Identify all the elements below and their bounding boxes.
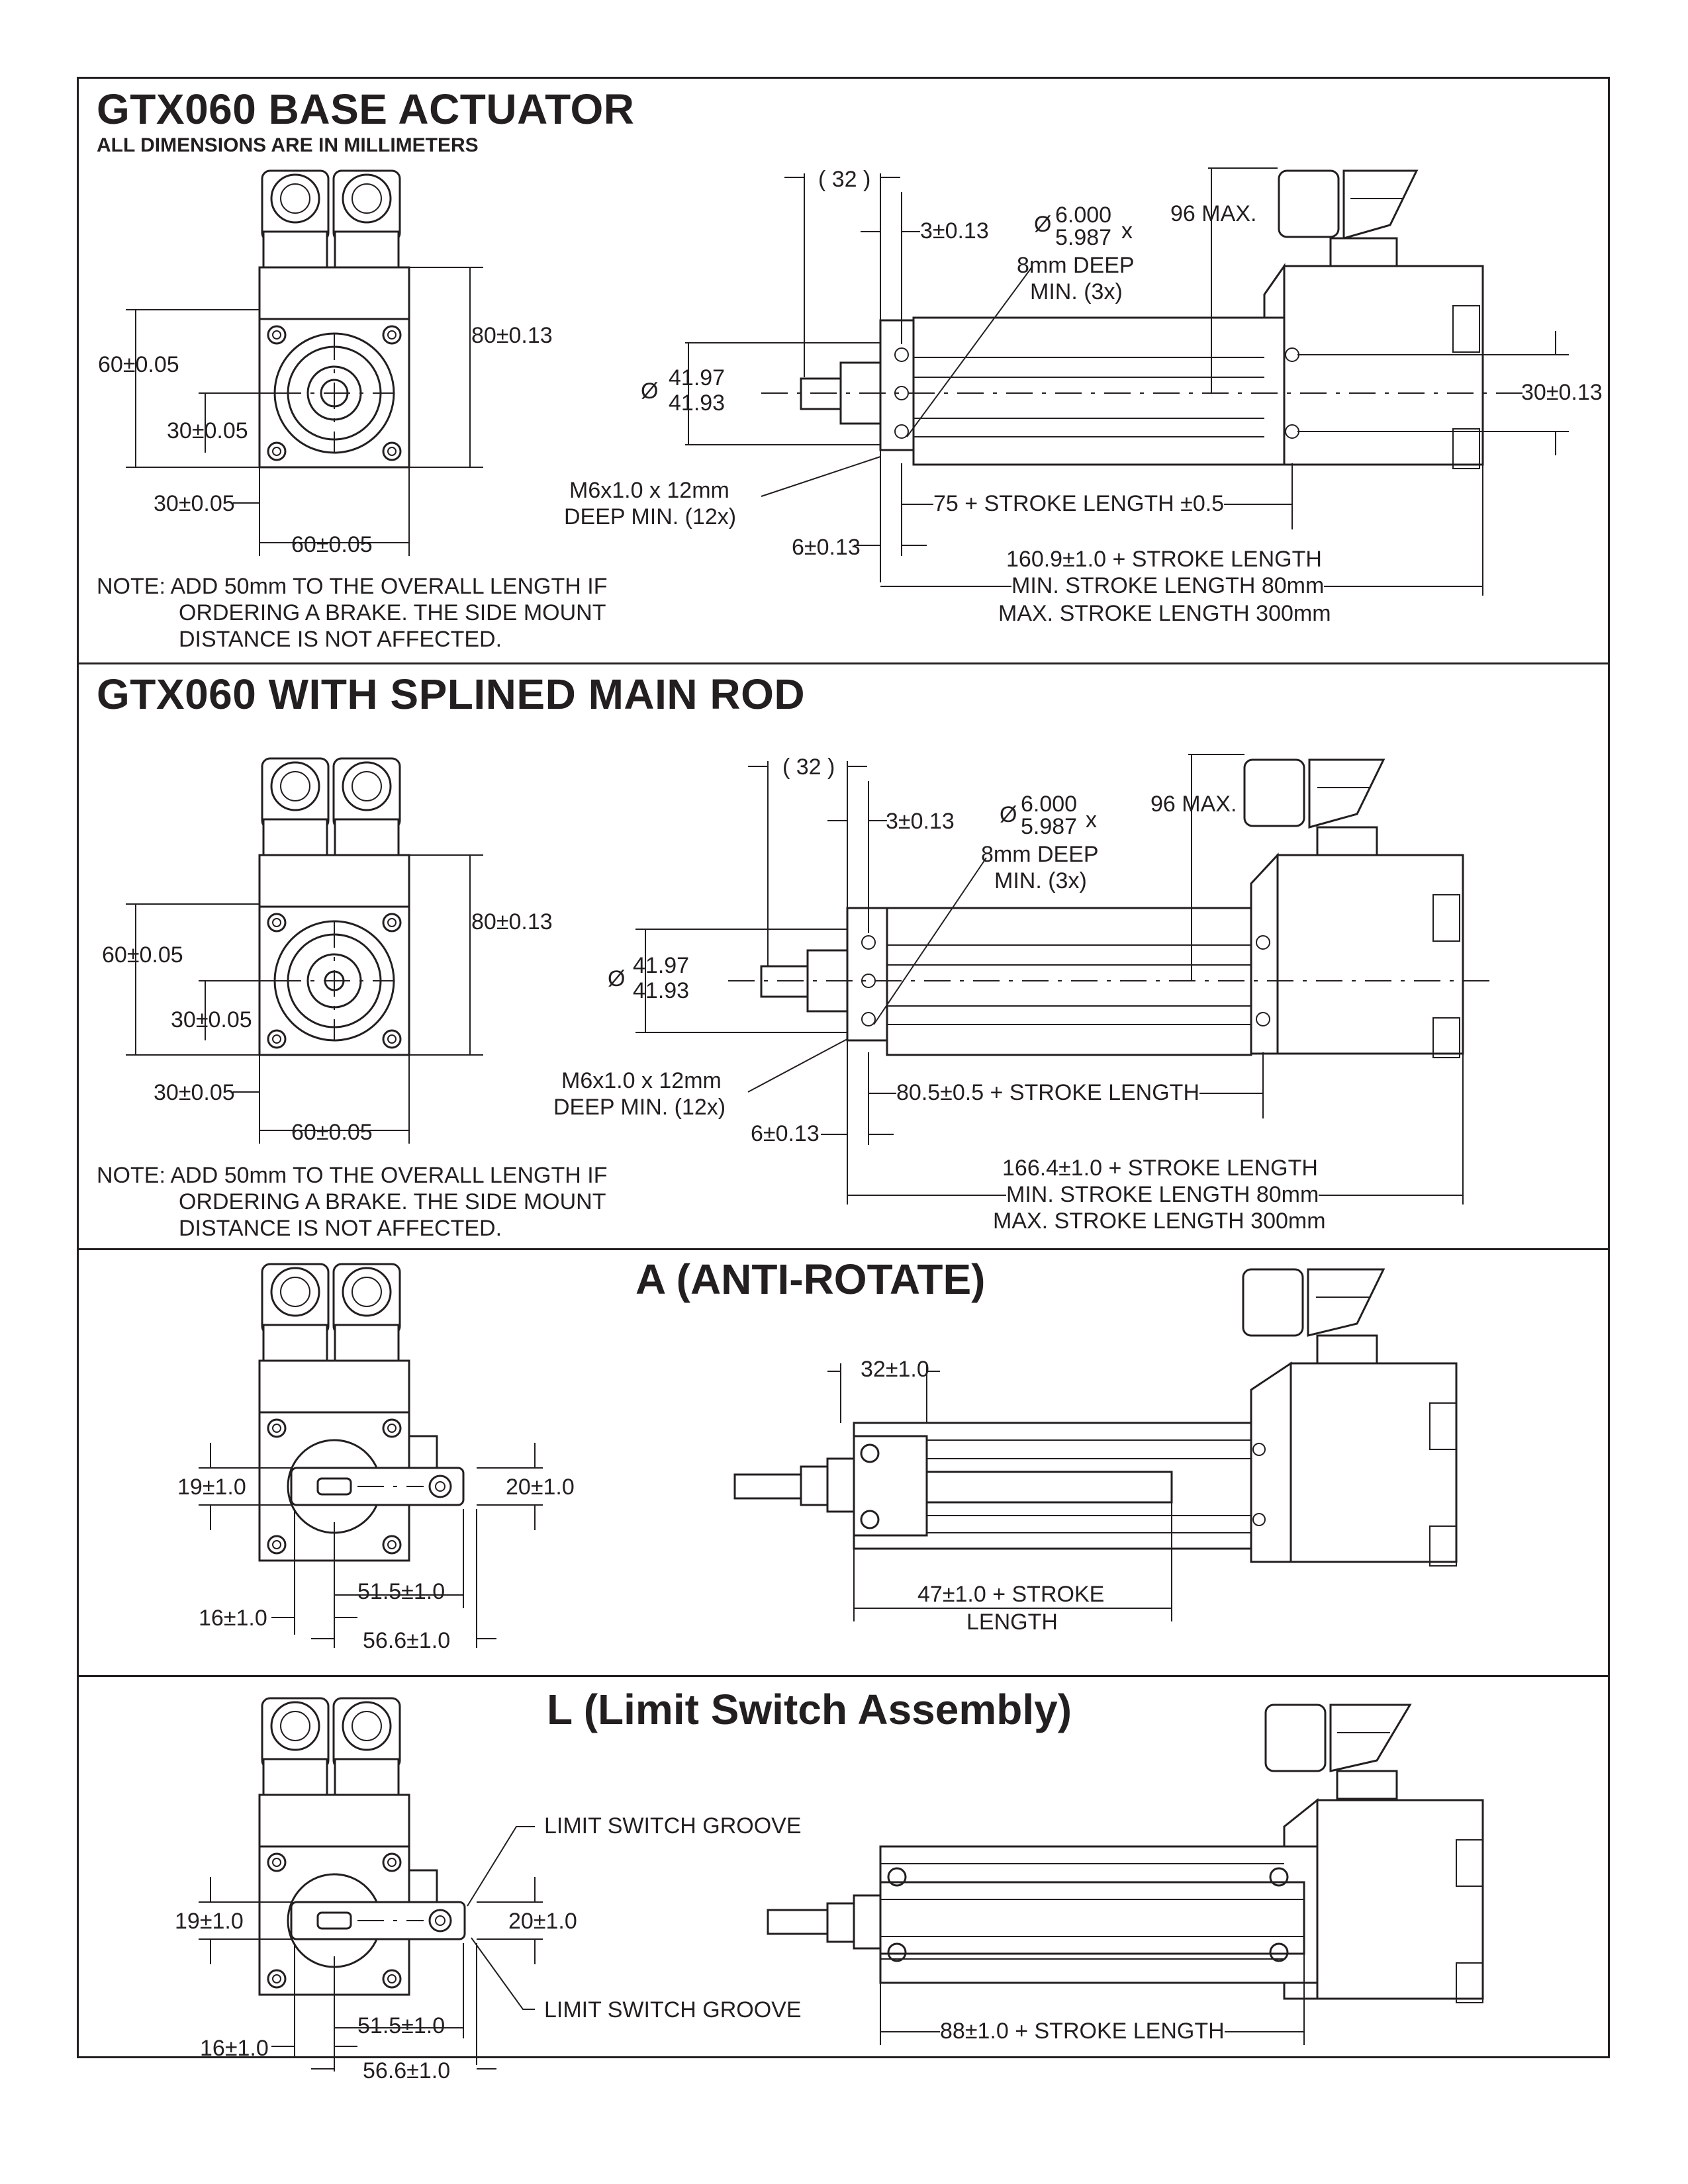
note-line-2: ORDERING A BRAKE. THE SIDE MOUNT [179,1189,606,1214]
note-line-1: NOTE: ADD 50mm TO THE OVERALL LENGTH IF [97,1163,608,1188]
dia-symbol-rod-icon: Ø [608,966,626,991]
dim-19: 19±1.0 [177,1475,246,1500]
dim-hole-dia-bottom: 5.987 [1055,225,1112,250]
dim-30-horizontal: 30±0.05 [154,1080,235,1105]
dim-hole-x: x [1121,218,1133,244]
dim-30-right: 30±0.13 [1521,380,1603,405]
section-divider [77,662,1610,664]
dim-rod-dia-bottom: 41.93 [669,390,726,416]
dim-m6-line-2: DEEP MIN. (12x) [553,1095,726,1120]
dim-30-horizontal: 30±0.05 [154,491,235,516]
dia-symbol-icon: Ø [1000,802,1017,827]
dim-m6-line-1: M6x1.0 x 12mm [561,1068,722,1093]
dim-56-6: 56.6±1.0 [363,1628,451,1653]
limit-switch-groove-bottom: LIMIT SWITCH GROOVE [544,1997,802,2023]
dim-16: 16±1.0 [199,1606,267,1631]
side-connector-icon [1278,169,1419,267]
connector-right-icon [332,1697,401,1796]
dim-rod-dia-top: 41.97 [633,953,690,978]
connector-right-icon [332,1263,401,1362]
side-connector-icon [1243,758,1385,856]
dim-80: 80±0.13 [471,323,553,348]
section-divider [77,1675,1610,1677]
dim-80: 80±0.13 [471,909,553,934]
note-line-2: ORDERING A BRAKE. THE SIDE MOUNT [179,600,606,625]
dim-60-bottom: 60±0.05 [291,532,373,557]
dim-60-side: 60±0.05 [102,942,183,968]
side-connector-icon [1242,1268,1385,1365]
dim-96-max: 96 MAX. [1170,201,1257,226]
dim-overall-3: MAX. STROKE LENGTH 300mm [993,1208,1326,1234]
dim-stroke-47-line-1: 47±1.0 + STROKE [917,1582,1105,1608]
connector-left-icon [261,1697,330,1796]
dim-60-bottom: 60±0.05 [291,1120,373,1145]
section-title: A (ANTI-ROTATE) [635,1255,986,1303]
dim-hole-dia-top: 6.000 [1021,792,1078,817]
dim-overall-1: 166.4±1.0 + STROKE LENGTH [1002,1156,1318,1181]
dim-20: 20±1.0 [508,1909,577,1934]
drawing-frame [77,77,1610,2058]
dim-20: 20±1.0 [506,1475,575,1500]
dim-hole-min: MIN. (3x) [1030,279,1123,304]
dim-hole-x: x [1086,807,1097,833]
dim-96-max: 96 MAX. [1150,792,1237,817]
dim-stroke-47-line-2: LENGTH [966,1610,1058,1635]
dim-hole-depth: 8mm DEEP [1017,253,1135,278]
limit-switch-groove-top: LIMIT SWITCH GROOVE [544,1813,802,1839]
dim-30-vertical: 30±0.05 [171,1007,252,1032]
dim-30-vertical: 30±0.05 [167,418,248,443]
dim-stroke-75: 75 + STROKE LENGTH ±0.5 [933,491,1225,517]
dim-32: 32±1.0 [861,1357,929,1382]
dim-m6-line-2: DEEP MIN. (12x) [564,504,737,529]
dim-60-side: 60±0.05 [98,352,179,377]
dim-overall-3: MAX. STROKE LENGTH 300mm [998,601,1331,626]
dim-hole-dia-top: 6.000 [1055,203,1112,228]
note-line-3: DISTANCE IS NOT AFFECTED. [179,1216,502,1241]
dim-hole-depth: 8mm DEEP [981,842,1099,867]
dim-stroke-88: 88±1.0 + STROKE LENGTH [940,2019,1225,2044]
dim-51-5: 51.5±1.0 [357,2013,445,2038]
dim-6: 6±0.13 [792,535,861,560]
connector-left-icon [261,169,330,269]
section-title: GTX060 BASE ACTUATOR [97,85,635,133]
dim-rod-dia-top: 41.97 [669,365,726,390]
section-subtitle: ALL DIMENSIONS ARE IN MILLIMETERS [97,134,479,156]
dim-stroke-80: 80.5±0.5 + STROKE LENGTH [896,1080,1200,1106]
section-title: L (Limit Switch Assembly) [547,1686,1072,1733]
dim-overall-2: MIN. STROKE LENGTH 80mm [1011,573,1325,599]
connector-left-icon [261,1263,330,1362]
dim-hole-min: MIN. (3x) [994,868,1087,893]
section-divider [77,1248,1610,1250]
dim-32: ( 32 ) [782,754,835,780]
dim-51-5: 51.5±1.0 [357,1579,445,1604]
dim-32: ( 32 ) [818,167,871,192]
dim-19: 19±1.0 [175,1909,244,1934]
note-line-1: NOTE: ADD 50mm TO THE OVERALL LENGTH IF [97,574,608,599]
connector-right-icon [332,169,401,269]
dim-3: 3±0.13 [920,218,989,244]
note-line-3: DISTANCE IS NOT AFFECTED. [179,627,502,652]
dim-rod-dia-bottom: 41.93 [633,978,690,1003]
dia-symbol-icon: Ø [1034,212,1052,237]
dim-6: 6±0.13 [751,1121,820,1146]
dim-16: 16±1.0 [200,2036,269,2061]
side-connector-icon [1264,1704,1412,1800]
section-title: GTX060 WITH SPLINED MAIN ROD [97,670,806,718]
dim-56-6: 56.6±1.0 [363,2058,451,2083]
dim-3: 3±0.13 [886,809,955,834]
dim-m6-line-1: M6x1.0 x 12mm [569,478,729,503]
dia-symbol-rod-icon: Ø [641,379,659,404]
dim-hole-dia-bottom: 5.987 [1021,814,1078,839]
connector-right-icon [332,757,401,856]
dim-overall-1: 160.9±1.0 + STROKE LENGTH [1006,547,1322,572]
dim-overall-2: MIN. STROKE LENGTH 80mm [1006,1182,1319,1208]
